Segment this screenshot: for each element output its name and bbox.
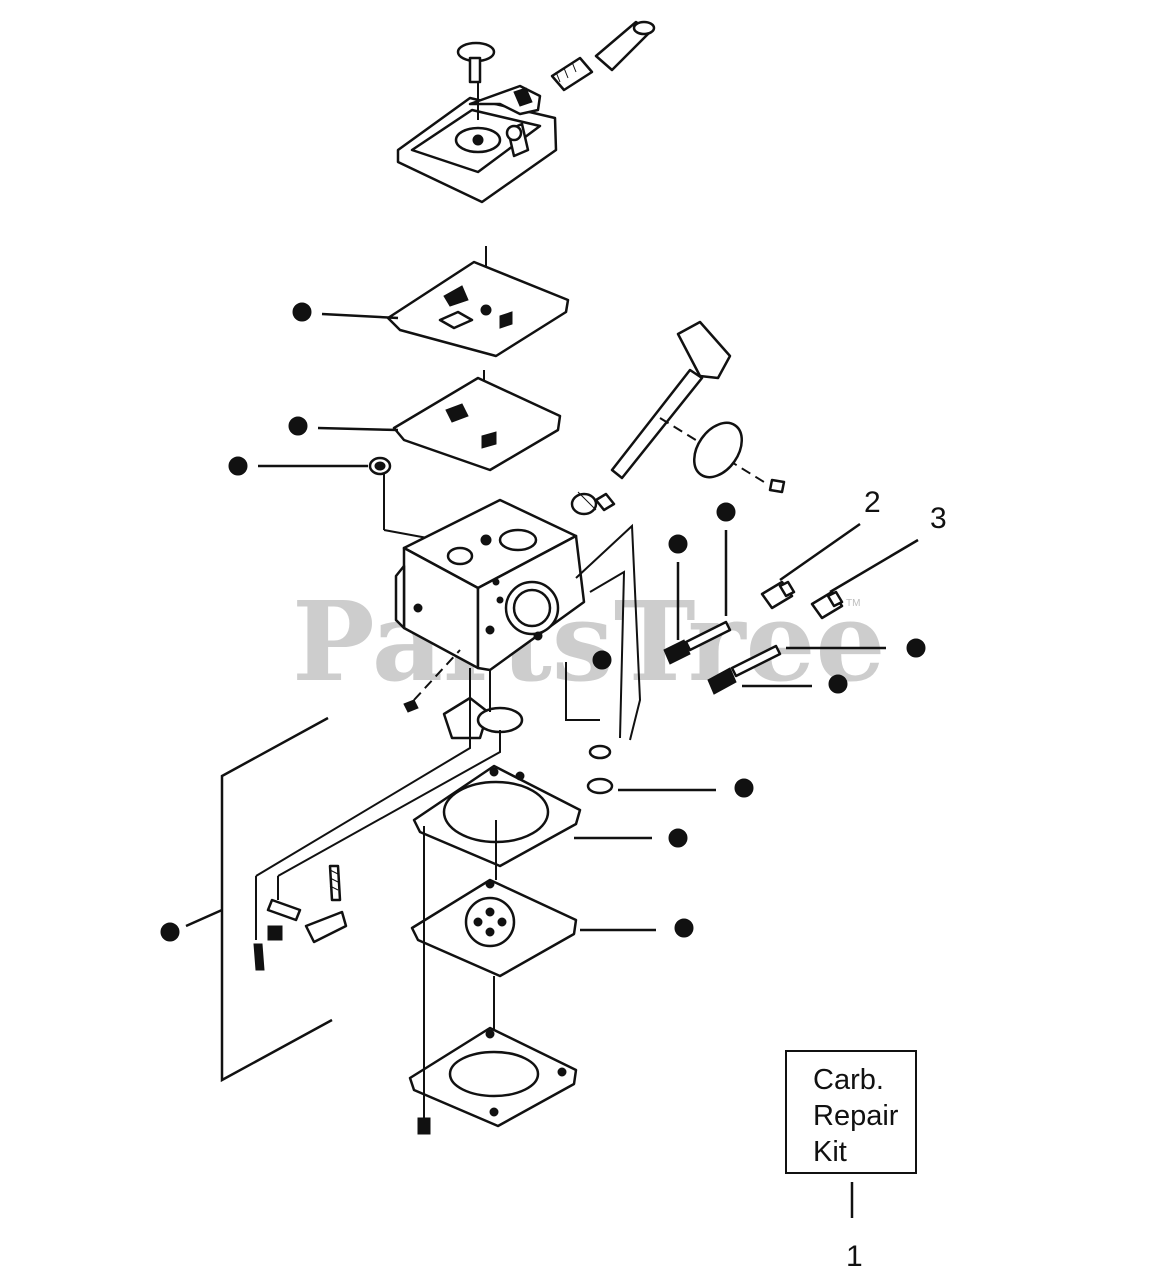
kit-label-line-2: Repair [813,1100,899,1132]
kit-markers [160,302,926,942]
carburetor-body [394,498,586,672]
callout-3: 3 [930,502,947,535]
limiter-cap-3 [810,590,844,620]
throttle-plate-screw [768,478,786,494]
pump-cover-assembly [396,84,558,204]
callout-1: 1 [846,1240,863,1273]
callout-3-leader [829,538,919,594]
limiter-cap-2 [760,580,796,610]
repair-kit-label: Carb. Repair Kit [785,1050,917,1174]
pump-gasket [386,260,570,358]
watermark-trademark: TM [846,598,860,609]
metering-cover [408,1026,578,1128]
metering-diaphragm [410,878,578,978]
welch-plug [586,744,614,795]
adjustment-needle-low [663,620,732,665]
kit-bracket [220,716,333,1083]
kit-label-line-1: Carb. [813,1064,884,1096]
metering-lever-parts [253,702,501,971]
throttle-shaft-assembly [570,320,732,516]
kit-label-line-3: Kit [813,1136,847,1168]
cover-screw-lower [417,826,431,1135]
metering-needle-spring [550,20,656,92]
cover-screw [456,41,496,120]
throttle-plate [692,421,744,479]
adjustment-needle-high [707,644,782,695]
check-valve [442,668,524,740]
metering-gasket [412,764,582,868]
pump-diaphragm [392,376,562,472]
callout-2: 2 [864,486,881,519]
inlet-screen [368,456,461,545]
body-screw [403,649,461,713]
callout-2-leader [779,522,861,582]
